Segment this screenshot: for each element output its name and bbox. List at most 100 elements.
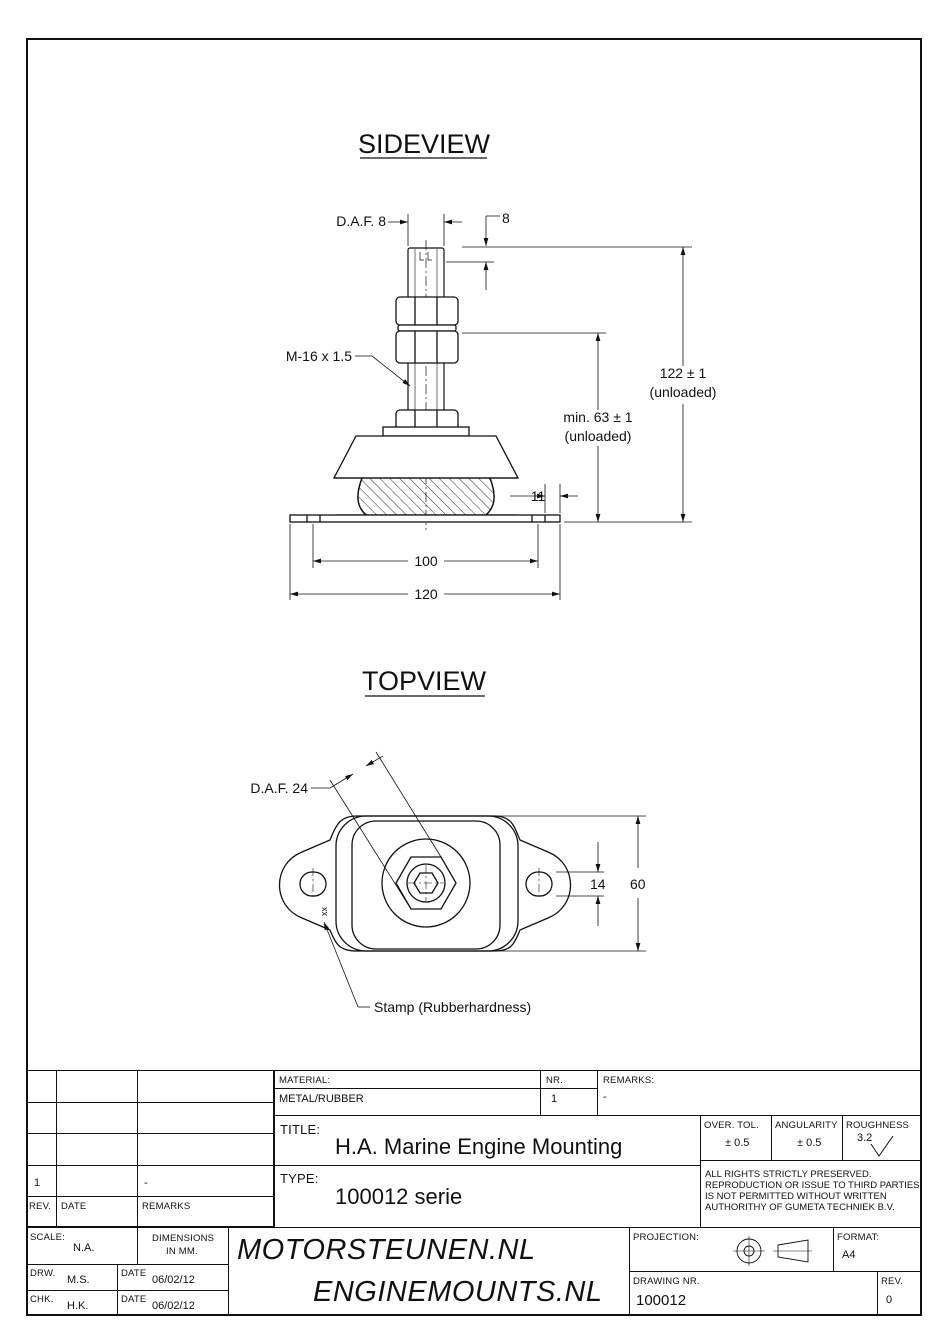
type-label: TYPE: bbox=[280, 1171, 319, 1186]
type-value: 100012 serie bbox=[335, 1184, 463, 1209]
nr-value: 1 bbox=[551, 1093, 558, 1105]
rev-table-outline bbox=[26, 1070, 274, 1227]
chk-cell: CHK. H.K. bbox=[26, 1290, 118, 1316]
remarks-label: REMARKS: bbox=[603, 1075, 655, 1086]
chk-date-cell: DATE 06/02/12 bbox=[117, 1290, 229, 1316]
rev-row-rev: 1 bbox=[34, 1177, 41, 1189]
topview-heading: TOPVIEW bbox=[362, 666, 487, 696]
roughness-check-icon bbox=[870, 1135, 894, 1157]
nr-label: NR. bbox=[546, 1075, 563, 1086]
rubber-body bbox=[332, 435, 520, 516]
scale-cell: SCALE: N.A. bbox=[26, 1227, 138, 1265]
rev-header: REV. bbox=[29, 1201, 52, 1212]
over-tol-value: ± 0.5 bbox=[725, 1137, 750, 1149]
rights-line-4: AUTHORITHY OF GUMETA TECHNIEK B.V. bbox=[705, 1202, 895, 1213]
projection-symbol-icon bbox=[733, 1236, 812, 1266]
angularity-label: ANGULARITY bbox=[775, 1120, 838, 1131]
drw-value: M.S. bbox=[67, 1274, 90, 1286]
brand-motorsteunen: MOTORSTEUNEN.NL bbox=[237, 1234, 536, 1266]
drawing-nr-value: 100012 bbox=[636, 1292, 687, 1309]
title-divider bbox=[275, 1165, 700, 1166]
chk-date-value: 06/02/12 bbox=[152, 1300, 195, 1312]
material-cell: MATERIAL: METAL/RUBBER bbox=[274, 1070, 541, 1116]
rights-cell: ALL RIGHTS STRICTLY PRESERVED. REPRODUCT… bbox=[700, 1160, 922, 1228]
rights-line-1: ALL RIGHTS STRICTLY PRESERVED. bbox=[705, 1169, 872, 1180]
brand-enginemounts: ENGINEMOUNTS.NL bbox=[313, 1276, 603, 1308]
topview-dimensions bbox=[311, 751, 646, 1008]
rev-row-remark: - bbox=[144, 1177, 148, 1189]
nr-cell: NR. 1 bbox=[540, 1070, 598, 1116]
chk-value: H.K. bbox=[67, 1300, 89, 1312]
dimensions-line-1: DIMENSIONS bbox=[152, 1233, 215, 1244]
dim-height-total: 122 ± 1 bbox=[660, 365, 707, 381]
sideview: SIDEVIEW bbox=[286, 129, 717, 602]
projection-cell: PROJECTION: bbox=[629, 1227, 834, 1272]
dimensions-line-2: IN MM. bbox=[166, 1246, 198, 1257]
drw-label: DRW. bbox=[30, 1268, 56, 1279]
dim-height-min: min. 63 ± 1 bbox=[563, 409, 632, 425]
dim-thread-length: 8 bbox=[502, 210, 510, 226]
remarks-cell: REMARKS: - bbox=[597, 1070, 922, 1116]
rev-row-divider-3 bbox=[26, 1165, 274, 1166]
roughness-label: ROUGHNESS bbox=[846, 1120, 910, 1131]
rev-row-divider-2 bbox=[26, 1133, 274, 1134]
dim-daf-24: D.A.F. 24 bbox=[250, 780, 308, 796]
topview-outline bbox=[279, 815, 571, 952]
stamp-mark: xx bbox=[319, 907, 329, 917]
sideview-heading: SIDEVIEW bbox=[358, 129, 491, 159]
angularity-value: ± 0.5 bbox=[797, 1137, 822, 1149]
rights-line-3: IS NOT PERMITTED WITHOUT WRITTEN bbox=[705, 1191, 887, 1202]
format-label: FORMAT: bbox=[837, 1232, 880, 1243]
rev-cell: REV. 0 bbox=[877, 1271, 922, 1316]
base-plate bbox=[289, 514, 561, 523]
topview-centerlines bbox=[312, 865, 540, 901]
dim-base-length: 120 bbox=[414, 586, 438, 602]
material-label: MATERIAL: bbox=[279, 1075, 331, 1086]
sideview-dimensions bbox=[289, 214, 692, 600]
drawing-nr-label: DRAWING NR. bbox=[633, 1276, 700, 1287]
dim-thread: M-16 x 1.5 bbox=[286, 348, 352, 364]
angularity-cell: ANGULARITY ± 0.5 bbox=[771, 1115, 843, 1161]
nr-divider bbox=[541, 1088, 597, 1089]
title-label: TITLE: bbox=[280, 1122, 321, 1137]
dim-edge: 11 bbox=[531, 488, 546, 504]
dim-height-total-note: (unloaded) bbox=[650, 384, 717, 400]
rev-value: 0 bbox=[886, 1294, 893, 1306]
projection-label: PROJECTION: bbox=[633, 1232, 700, 1243]
roughness-cell: ROUGHNESS 3.2 bbox=[842, 1115, 922, 1161]
dim-height-min-note: (unloaded) bbox=[565, 428, 632, 444]
rev-col-divider-1 bbox=[56, 1070, 57, 1227]
remarks-value: - bbox=[603, 1091, 607, 1103]
chk-label: CHK. bbox=[30, 1294, 54, 1305]
dim-hole-spacing: 100 bbox=[414, 553, 438, 569]
topview: TOPVIEW bbox=[250, 666, 646, 1015]
drw-date-label: DATE bbox=[121, 1268, 147, 1279]
rev-row-divider-4 bbox=[26, 1196, 274, 1197]
drw-date-cell: DATE 06/02/12 bbox=[117, 1264, 229, 1291]
rev-col-divider-2 bbox=[137, 1070, 138, 1227]
hex-nuts bbox=[382, 296, 470, 437]
dimensions-cell: DIMENSIONS IN MM. bbox=[137, 1227, 229, 1265]
dim-hole-width: 14 bbox=[590, 876, 606, 892]
brand-cell: MOTORSTEUNEN.NL ENGINEMOUNTS.NL bbox=[228, 1227, 630, 1316]
rights-line-2: REPRODUCTION OR ISSUE TO THIRD PARTIES bbox=[705, 1180, 920, 1191]
title-block: 1 - REV. DATE REMARKS MATERIAL: METAL/RU… bbox=[26, 1070, 922, 1316]
format-cell: FORMAT: A4 bbox=[833, 1227, 922, 1272]
title-value: H.A. Marine Engine Mounting bbox=[335, 1134, 623, 1159]
dim-daf-8: D.A.F. 8 bbox=[336, 213, 386, 229]
chk-date-label: DATE bbox=[121, 1294, 147, 1305]
over-tol-label: OVER. TOL. bbox=[704, 1120, 759, 1131]
roughness-value: 3.2 bbox=[857, 1132, 873, 1144]
drw-cell: DRW. M.S. bbox=[26, 1264, 118, 1291]
scale-label: SCALE: bbox=[30, 1232, 65, 1243]
technical-drawing: SIDEVIEW bbox=[250, 129, 717, 1015]
format-value: A4 bbox=[842, 1249, 856, 1261]
rev-row-divider-1 bbox=[26, 1102, 274, 1103]
date-header: DATE bbox=[61, 1201, 87, 1212]
material-value: METAL/RUBBER bbox=[279, 1093, 364, 1105]
drawing-nr-cell: DRAWING NR. 100012 bbox=[629, 1271, 878, 1316]
material-divider bbox=[275, 1088, 540, 1089]
scale-value: N.A. bbox=[73, 1242, 95, 1254]
dim-base-width: 60 bbox=[630, 876, 646, 892]
title-cell: TITLE: H.A. Marine Engine Mounting TYPE:… bbox=[274, 1115, 701, 1228]
